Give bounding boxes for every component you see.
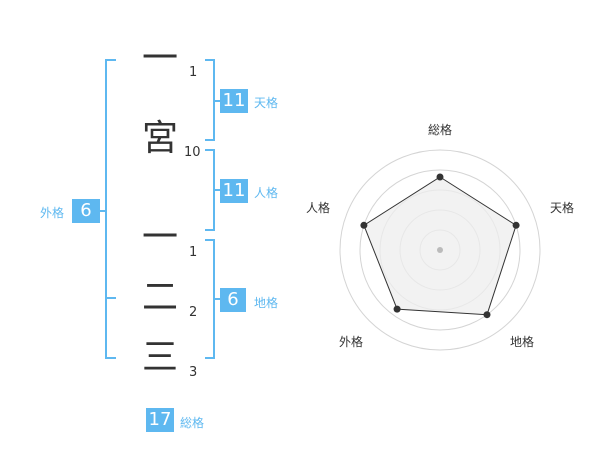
given-strokes-1: 1 bbox=[189, 245, 198, 260]
radar-label-chikaku: 地格 bbox=[510, 335, 535, 349]
radar-label-jinkaku: 人格 bbox=[306, 201, 331, 215]
surname-strokes-2: 10 bbox=[184, 145, 201, 160]
radar-point-5 bbox=[360, 221, 368, 229]
radar-polygon bbox=[363, 176, 517, 316]
radar-center-dot bbox=[437, 247, 443, 253]
gaikaku-label: 外格 bbox=[40, 206, 65, 220]
radar-point-3 bbox=[483, 311, 491, 319]
jinkaku-value-box: 11 bbox=[220, 179, 248, 203]
given-strokes-2: 2 bbox=[189, 305, 198, 320]
jinkaku-label: 人格 bbox=[254, 186, 279, 200]
surname-char-2: 宮 bbox=[141, 118, 178, 159]
given-strokes-3: 3 bbox=[189, 365, 198, 380]
gaikaku-bracket bbox=[105, 59, 116, 359]
surname-strokes-1: 1 bbox=[189, 65, 198, 80]
given-char-1: 一 bbox=[141, 217, 178, 258]
radar-ring-5 bbox=[339, 149, 541, 351]
given-char-3: 三 bbox=[141, 337, 178, 378]
soukaku-label: 総格 bbox=[180, 416, 205, 430]
tenkaku-label: 天格 bbox=[254, 96, 279, 110]
gaikaku-value-box: 6 bbox=[72, 199, 100, 223]
chikaku-value-box: 6 bbox=[220, 288, 246, 312]
radar-ring-4 bbox=[359, 169, 521, 331]
given-char-2: 二 bbox=[141, 277, 178, 318]
surname-char-1: 一 bbox=[141, 38, 178, 79]
radar-label-soukaku: 総格 bbox=[428, 123, 453, 137]
radar-point-2 bbox=[512, 221, 520, 229]
chikaku-label: 地格 bbox=[254, 296, 279, 310]
radar-point-4 bbox=[393, 305, 401, 313]
radar-label-tenkaku: 天格 bbox=[550, 201, 575, 215]
soukaku-value-box: 17 bbox=[146, 408, 174, 432]
radar-points bbox=[360, 173, 520, 319]
tenkaku-value-box: 11 bbox=[220, 89, 248, 113]
radar-point-1 bbox=[436, 173, 444, 181]
radar-label-gaikaku: 外格 bbox=[339, 335, 364, 349]
